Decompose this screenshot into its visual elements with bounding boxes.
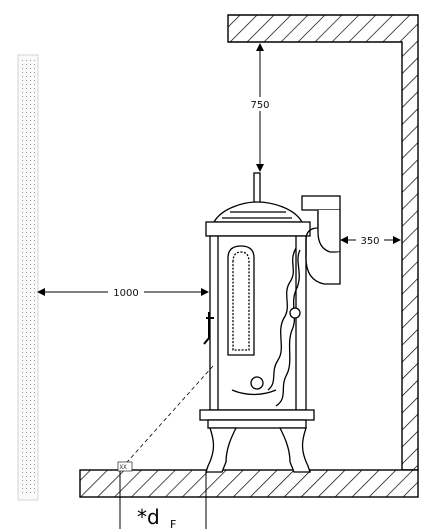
rear-clearance-label: 350 bbox=[360, 236, 379, 247]
dimension-top: 750 bbox=[247, 43, 273, 172]
stove bbox=[199, 172, 341, 473]
floor bbox=[79, 469, 419, 498]
floor-distance-label: *d bbox=[137, 505, 160, 529]
side-clearance-label: 1000 bbox=[113, 288, 138, 299]
floor-marker: XX bbox=[120, 464, 128, 471]
dimension-rear: 350 bbox=[340, 233, 401, 247]
floor-distance-subscript: F bbox=[170, 518, 176, 529]
dimension-floor: XX *d F bbox=[117, 461, 207, 529]
side-wall bbox=[17, 54, 39, 501]
dimension-side: 1000 bbox=[37, 285, 209, 299]
hearth-line bbox=[119, 365, 214, 471]
top-clearance-label: 750 bbox=[250, 100, 269, 111]
